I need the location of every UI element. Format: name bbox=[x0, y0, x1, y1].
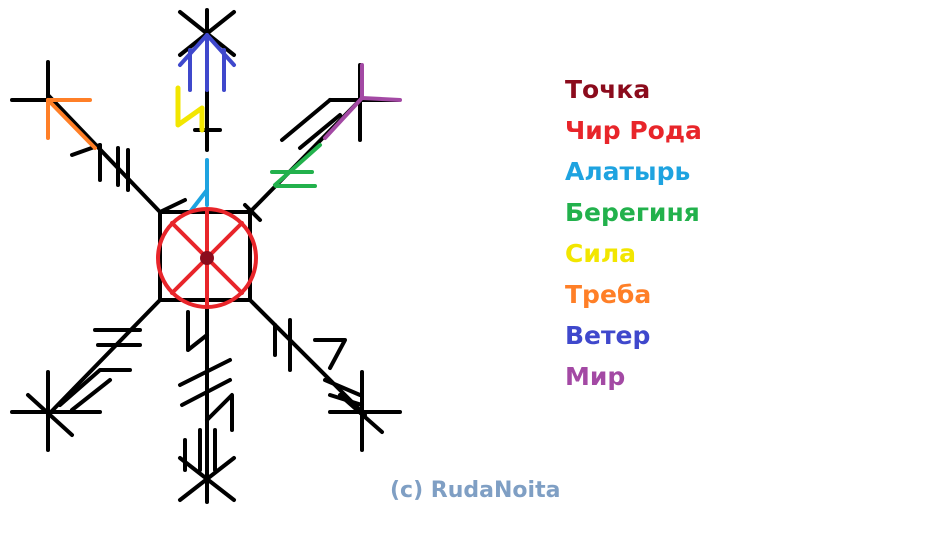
legend-item-veter: Ветер bbox=[565, 321, 651, 350]
bereginya-element bbox=[270, 143, 322, 188]
legend-item-bereginya: Берегиня bbox=[565, 198, 700, 227]
legend-item-chir-roda: Чир Рода bbox=[565, 116, 702, 145]
tochka-element bbox=[200, 251, 214, 265]
veter-element bbox=[178, 33, 236, 92]
legend-item-alatyr: Алатырь bbox=[565, 157, 691, 186]
legend: Точка Чир Рода Алатырь Берегиня Сила Тре… bbox=[565, 72, 702, 400]
alatyr-element bbox=[188, 158, 209, 214]
legend-item-treba: Треба bbox=[565, 280, 652, 309]
legend-item-mir: Мир bbox=[565, 362, 626, 391]
legend-item-sila: Сила bbox=[565, 239, 637, 268]
legend-item-tochka: Точка bbox=[565, 75, 651, 104]
sila-element bbox=[175, 85, 205, 133]
credit-text: (c) RudaNoita bbox=[390, 478, 561, 503]
mir-element bbox=[323, 63, 402, 140]
treba-element bbox=[46, 98, 97, 150]
